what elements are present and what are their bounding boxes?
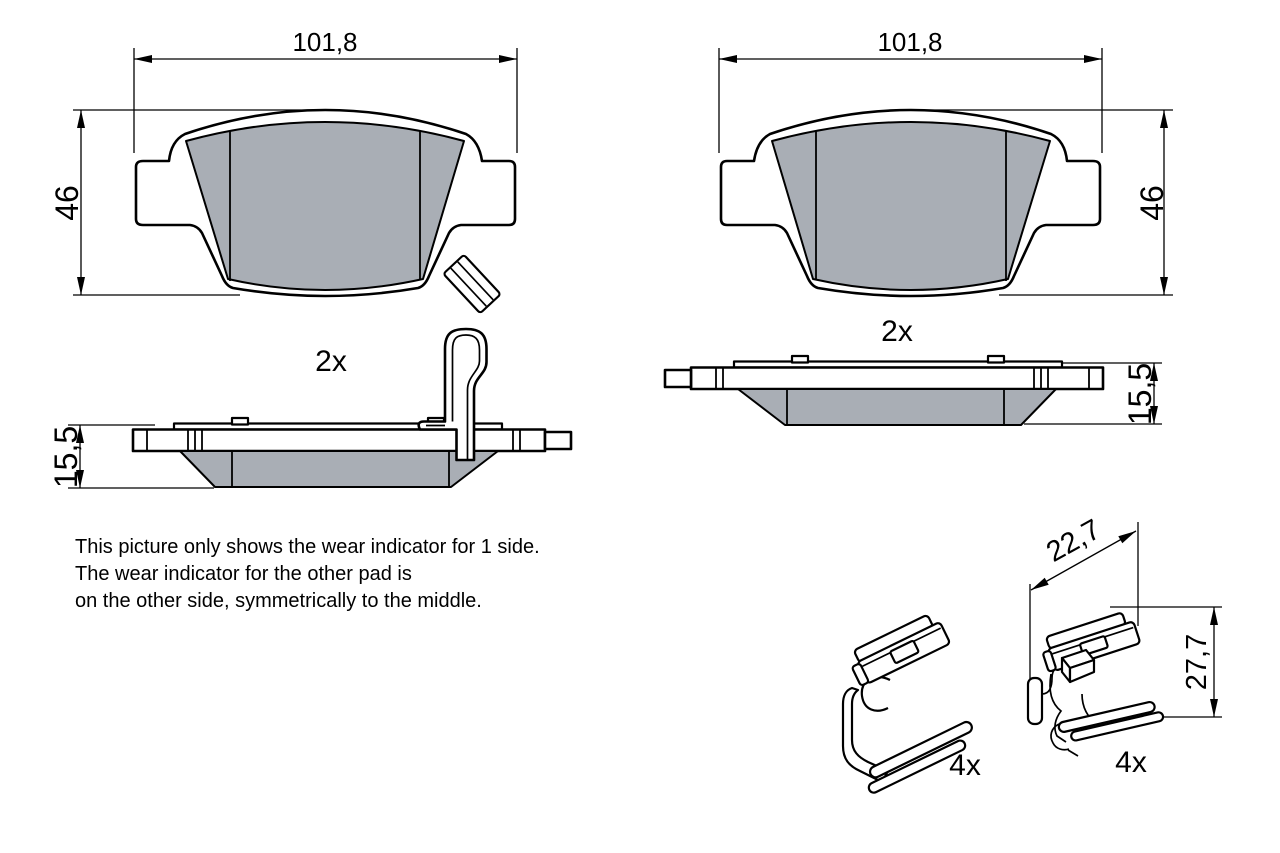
note-text: This picture only shows the wear indicat… (75, 536, 540, 612)
arrowhead (76, 425, 84, 443)
quantity-label-side-right: 2x (881, 315, 913, 348)
arrowhead (134, 55, 152, 63)
clip-slot (889, 639, 920, 664)
arrowhead (499, 55, 517, 63)
retaining-clip-right (1026, 612, 1165, 757)
arrowhead (1084, 55, 1102, 63)
width-label-front-left: 101,8 (292, 27, 357, 57)
pad-side-left-view (131, 327, 573, 489)
pad-front-left-view (134, 108, 517, 314)
wear-indicator-body (443, 254, 501, 314)
arrowhead (77, 277, 85, 295)
dimension-clip-width (1029, 522, 1139, 680)
note-line-1: This picture only shows the wear indicat… (75, 536, 540, 558)
arrowhead (77, 110, 85, 128)
clip-3d-tab-side (1068, 658, 1096, 684)
clip-tail (1050, 723, 1070, 751)
wear-indicator-inner-line (451, 334, 481, 460)
clip-lower-rails (867, 720, 973, 794)
pad-side-right-view (663, 354, 1105, 427)
width-label-front-right: 101,8 (877, 27, 942, 57)
clip-height-label: 27,7 (1181, 634, 1213, 690)
clip-side-tab (1026, 676, 1044, 726)
dimension-height-front-right (920, 109, 1173, 296)
note-line-3: on the other side, symmetrically to the … (75, 590, 482, 612)
quantity-label-clip-right: 4x (1115, 746, 1147, 779)
quantity-label-clip-left: 4x (949, 749, 981, 782)
quantity-label-side-left: 2x (315, 345, 347, 378)
clip-width-label: 22,7 (1041, 513, 1106, 568)
height-label-front-left: 46 (49, 185, 85, 221)
dimension-thickness-side-right (1024, 362, 1162, 425)
dimension-thickness-side-left (68, 424, 214, 489)
clip-lower-rails (1057, 700, 1165, 742)
dimension-width-front-left (133, 48, 518, 153)
arrowhead (719, 55, 737, 63)
height-label-front-right: 46 (1134, 185, 1170, 221)
arrowhead (76, 470, 84, 488)
arrowhead (1210, 607, 1218, 625)
wear-indicator-side (417, 327, 488, 462)
dimension-height-front-left (73, 109, 330, 296)
arrowhead (1118, 531, 1136, 544)
arrowhead (1160, 110, 1168, 128)
arrowhead (1150, 363, 1158, 381)
pad-front-right-view (719, 108, 1102, 298)
arrowhead (1150, 406, 1158, 424)
arrowhead (1031, 577, 1049, 590)
thickness-label-side-right: 15,5 (1122, 363, 1158, 425)
dimension-width-front-right (718, 48, 1103, 153)
arrowhead (1210, 699, 1218, 717)
dimension-clip-height (1110, 606, 1222, 718)
wear-indicator-front (443, 254, 501, 314)
arrowhead (1160, 277, 1168, 295)
retaining-clip-left (841, 614, 973, 794)
note-line-2: The wear indicator for the other pad is (75, 563, 412, 585)
thickness-label-side-left: 15,5 (48, 426, 84, 488)
clip-upper-bar (851, 614, 951, 687)
